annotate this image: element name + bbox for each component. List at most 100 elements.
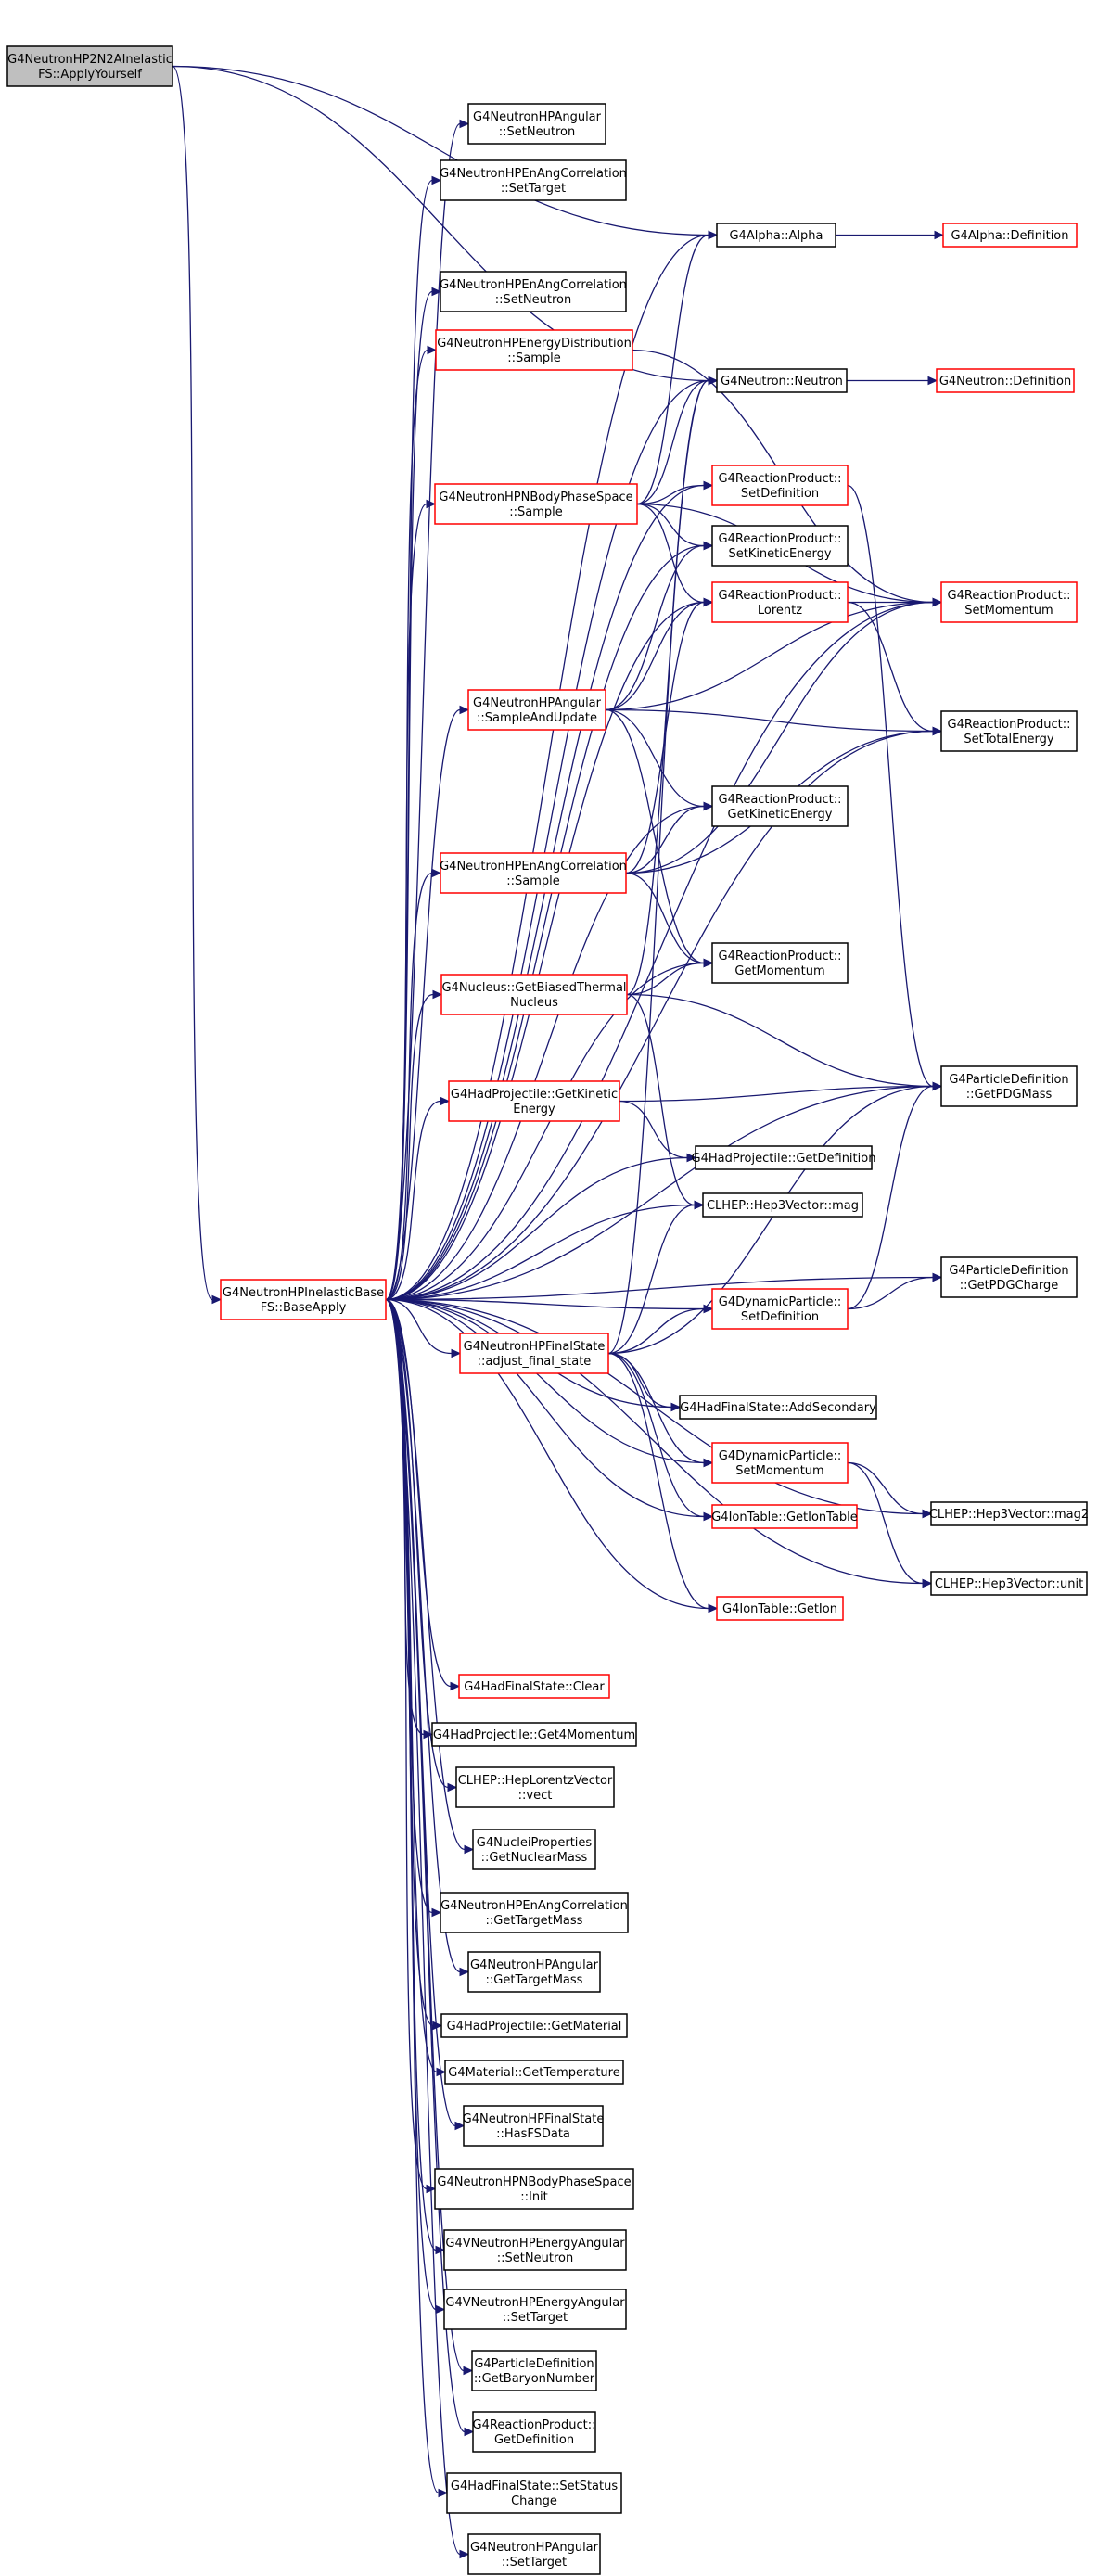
node-label-line: ::GetTargetMass xyxy=(486,1973,583,1987)
node-alpha-def[interactable]: G4Alpha::Definition xyxy=(942,223,1078,248)
node-label-line: G4NeutronHPEnAngCorrelation xyxy=(440,860,627,874)
node-label-line: G4ReactionProduct:: xyxy=(948,589,1071,603)
node-label-line: G4ReactionProduct:: xyxy=(719,793,842,807)
node-hpa-setneutron[interactable]: G4NeutronHPAngular::SetNeutron xyxy=(467,103,606,145)
node-hpa-gettargetmass[interactable]: G4NeutronHPAngular::GetTargetMass xyxy=(467,1951,601,1993)
node-box xyxy=(6,45,173,87)
node-dyn-setdef[interactable]: G4DynamicParticle::SetDefinition xyxy=(711,1288,849,1330)
node-nbody-init[interactable]: G4NeutronHPNBodyPhaseSpace::Init xyxy=(434,2168,634,2210)
node-dyn-setmom[interactable]: G4DynamicParticle::SetMomentum xyxy=(711,1442,849,1484)
node-label-line: ::Sample xyxy=(506,874,560,888)
node-mat-gettemp[interactable]: G4Material::GetTemperature xyxy=(444,2060,624,2085)
node-hpa-sampleupdate[interactable]: G4NeutronHPAngular::SampleAndUpdate xyxy=(467,689,606,731)
node-box xyxy=(440,974,628,1015)
node-label-line: SetDefinition xyxy=(741,1310,819,1324)
node-label-line: ::vect xyxy=(518,1789,553,1803)
edge-dyn-setmom-to-hep3-unit xyxy=(847,1461,933,1588)
node-enang-gettargetmass[interactable]: G4NeutronHPEnAngCorrelation::GetTargetMa… xyxy=(440,1892,629,1933)
node-hpa-settarget[interactable]: G4NeutronHPAngular::SetTarget xyxy=(467,2533,601,2575)
edge-nucleus-to-pd-pdgmass xyxy=(626,993,943,1091)
node-label-line: ::GetNuclearMass xyxy=(481,1851,588,1865)
node-neutron-def[interactable]: G4Neutron::Definition xyxy=(936,368,1075,393)
node-label-line: G4Neutron::Neutron xyxy=(721,375,843,389)
edge-root-to-alpha xyxy=(172,65,719,240)
node-box xyxy=(711,465,849,506)
node-label-line: ::GetPDGMass xyxy=(966,1088,1053,1102)
node-label-line: ::GetPDGCharge xyxy=(960,1279,1059,1293)
node-nbody-sample[interactable]: G4NeutronHPNBodyPhaseSpace::Sample xyxy=(434,483,638,525)
node-box xyxy=(455,1766,615,1808)
node-rp-setdef[interactable]: G4ReactionProduct::SetDefinition xyxy=(711,465,849,506)
node-alpha[interactable]: G4Alpha::Alpha xyxy=(716,223,836,248)
node-root[interactable]: G4NeutronHP2N2AInelasticFS::ApplyYoursel… xyxy=(6,45,173,87)
node-rp-lorentz[interactable]: G4ReactionProduct::Lorentz xyxy=(711,581,849,623)
node-label-line: G4NeutronHPEnAngCorrelation xyxy=(440,1899,628,1913)
edge-fs-adjust-to-iontable-getion xyxy=(607,1352,719,1613)
node-pd-pdgcharge[interactable]: G4ParticleDefinition::GetPDGCharge xyxy=(940,1256,1078,1298)
node-pd-pdgmass[interactable]: G4ParticleDefinition::GetPDGMass xyxy=(940,1065,1078,1107)
node-vea-setneutron[interactable]: G4VNeutronHPEnergyAngular::SetNeutron xyxy=(443,2229,627,2271)
node-label-line: G4VNeutronHPEnergyAngular xyxy=(445,2237,625,2251)
node-hadproj-get4mom[interactable]: G4HadProjectile::Get4Momentum xyxy=(431,1722,637,1747)
node-box xyxy=(930,1501,1088,1526)
node-label-line: ::HasFSData xyxy=(496,2127,570,2141)
node-label-line: CLHEP::Hep3Vector::mag2 xyxy=(929,1508,1089,1522)
node-box xyxy=(711,1288,849,1330)
node-hadproj-getmat[interactable]: G4HadProjectile::GetMaterial xyxy=(440,2013,628,2038)
node-vea-settarget[interactable]: G4VNeutronHPEnergyAngular::SetTarget xyxy=(443,2289,627,2330)
node-rp-setmom[interactable]: G4ReactionProduct::SetMomentum xyxy=(940,581,1078,623)
node-label-line: GetKineticEnergy xyxy=(728,808,833,822)
node-rp-settotal[interactable]: G4ReactionProduct::SetTotalEnergy xyxy=(940,710,1078,752)
node-hadfs-addsec[interactable]: G4HadFinalState::AddSecondary xyxy=(679,1395,877,1420)
node-rp-getkin[interactable]: G4ReactionProduct::GetKineticEnergy xyxy=(711,785,849,827)
node-box xyxy=(711,942,849,984)
node-label-line: G4HadProjectile::GetKinetic xyxy=(451,1088,618,1102)
node-box xyxy=(220,1279,387,1320)
edge-dyn-setdef-to-pd-pdgcharge xyxy=(847,1272,943,1310)
node-iontable-get[interactable]: G4IonTable::GetIonTable xyxy=(711,1504,858,1529)
node-box xyxy=(936,368,1075,393)
node-label-line: ::SetNeutron xyxy=(495,293,571,307)
node-box xyxy=(444,2060,624,2085)
node-fs-hasdata[interactable]: G4NeutronHPFinalState::HasFSData xyxy=(463,2105,605,2147)
node-iontable-getion[interactable]: G4IonTable::GetIon xyxy=(716,1596,844,1621)
node-lorentz-vect[interactable]: CLHEP::HepLorentzVector::vect xyxy=(455,1766,615,1808)
node-label-line: SetMomentum xyxy=(964,604,1053,618)
node-box xyxy=(448,1080,620,1122)
node-box xyxy=(711,581,849,623)
node-hadfs-clear[interactable]: G4HadFinalState::Clear xyxy=(458,1674,610,1699)
node-rp-getdef[interactable]: G4ReactionProduct::GetDefinition xyxy=(472,2411,596,2453)
node-label-line: G4ReactionProduct:: xyxy=(719,472,842,486)
function-nodes: G4NeutronHP2N2AInelasticFS::ApplyYoursel… xyxy=(6,45,1089,2575)
node-enang-settarget[interactable]: G4NeutronHPEnAngCorrelation::SetTarget xyxy=(440,159,627,201)
node-box xyxy=(434,483,638,525)
node-box xyxy=(940,581,1078,623)
node-enang-sample[interactable]: G4NeutronHPEnAngCorrelation::Sample xyxy=(440,852,627,894)
edge-base-to-nbody-sample xyxy=(385,499,437,1301)
node-hep3-mag2[interactable]: CLHEP::Hep3Vector::mag2 xyxy=(929,1501,1089,1526)
node-rp-setkin[interactable]: G4ReactionProduct::SetKineticEnergy xyxy=(711,525,849,567)
edge-base-to-pd-baryon xyxy=(385,1298,474,2376)
node-hep3-unit[interactable]: CLHEP::Hep3Vector::unit xyxy=(930,1571,1088,1596)
node-label-line: CLHEP::Hep3Vector::mag xyxy=(707,1199,859,1213)
edge-hadproj-getkin-to-hadproj-getdef xyxy=(619,1100,697,1163)
node-energydist-sample[interactable]: G4NeutronHPEnergyDistribution::Sample xyxy=(435,329,633,371)
node-nuclei-mass[interactable]: G4NucleiProperties::GetNuclearMass xyxy=(472,1829,596,1870)
node-hadproj-getkin[interactable]: G4HadProjectile::GetKineticEnergy xyxy=(448,1080,620,1122)
node-box xyxy=(443,2289,627,2330)
node-enang-setneutron[interactable]: G4NeutronHPEnAngCorrelation::SetNeutron xyxy=(440,271,627,312)
node-rp-getmom[interactable]: G4ReactionProduct::GetMomentum xyxy=(711,942,849,984)
edge-base-to-iontable-get xyxy=(385,1298,714,1522)
node-hep3-mag[interactable]: CLHEP::Hep3Vector::mag xyxy=(702,1192,863,1218)
edge-base-to-hep3-mag xyxy=(385,1200,705,1301)
node-fs-adjust[interactable]: G4NeutronHPFinalState::adjust_final_stat… xyxy=(459,1333,609,1374)
node-pd-baryon[interactable]: G4ParticleDefinition::GetBaryonNumber xyxy=(471,2350,597,2391)
node-box xyxy=(440,852,627,894)
node-label-line: Energy xyxy=(513,1103,555,1116)
node-box xyxy=(463,2105,604,2147)
node-hadproj-getdef[interactable]: G4HadProjectile::GetDefinition xyxy=(692,1145,876,1170)
node-neutron[interactable]: G4Neutron::Neutron xyxy=(716,368,848,393)
